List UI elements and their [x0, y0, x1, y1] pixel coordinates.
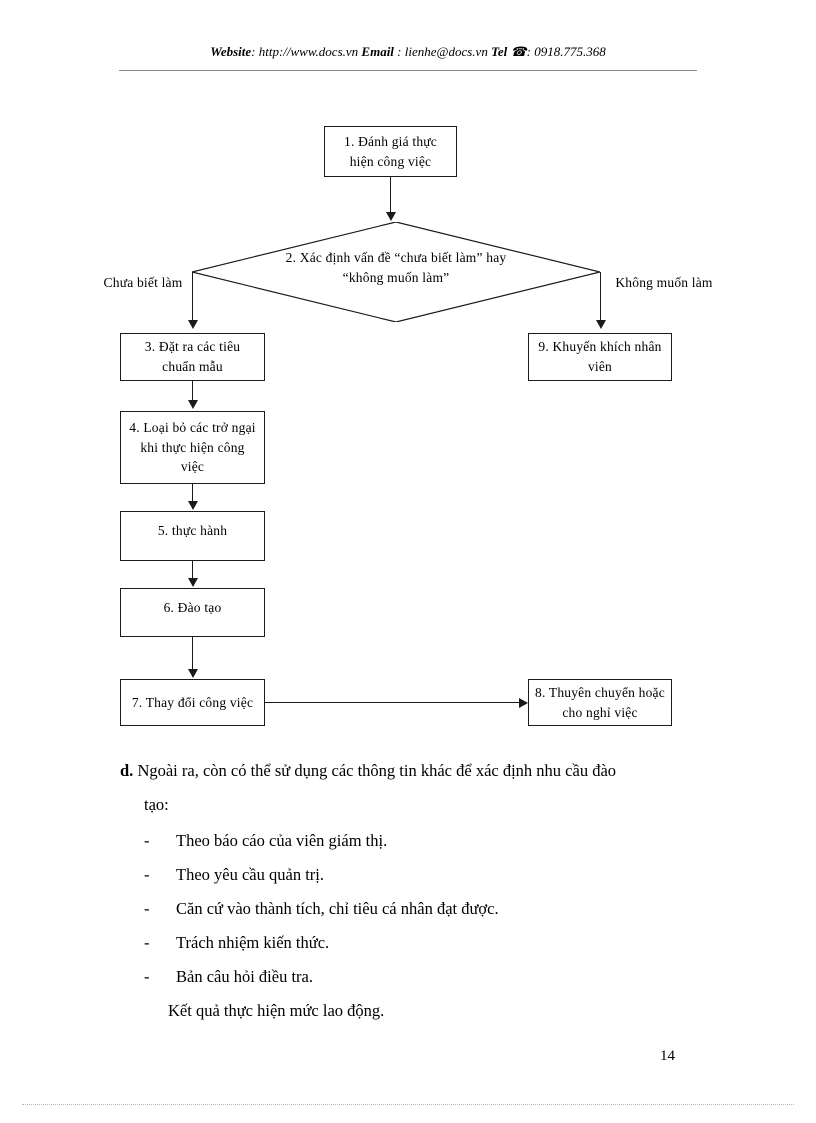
- flowchart-decision-2-label: 2. Xác định vấn đề “chưa biết làm” hay “…: [285, 250, 507, 286]
- header-email-label: Email: [361, 44, 394, 59]
- bullet-marker: -: [144, 831, 150, 850]
- document-header: Website: http://www.docs.vn Email : lien…: [0, 44, 816, 60]
- connector-4-to-5: [192, 484, 193, 505]
- bullet-list: - Theo báo cáo của viên giám thị. - Theo…: [144, 824, 714, 994]
- branch-label-right: Không muốn làm: [615, 275, 713, 290]
- connector-7-to-8: [265, 702, 520, 703]
- arrow-7-to-8-icon: [519, 698, 528, 708]
- flowchart-node-7-label: 7. Thay đổi công việc: [131, 694, 254, 710]
- list-item: - Theo báo cáo của viên giám thị.: [144, 824, 714, 858]
- flowchart-node-7: 7. Thay đổi công việc: [120, 679, 265, 726]
- bullet-marker: -: [144, 865, 150, 884]
- list-item-label: Trách nhiệm kiến thức.: [176, 933, 330, 952]
- header-website-label: Website: [210, 44, 252, 59]
- arrow-5-to-6-icon: [188, 578, 198, 587]
- bullet-marker: -: [144, 933, 150, 952]
- list-item-label: Theo báo cáo của viên giám thị.: [176, 831, 388, 850]
- arrow-2-to-3-icon: [188, 320, 198, 329]
- list-item: - Căn cứ vào thành tích, chỉ tiêu cá nhâ…: [144, 892, 714, 926]
- page-number: 14: [660, 1048, 675, 1064]
- branch-label-left: Chưa biết làm: [103, 275, 183, 290]
- connector-2-to-3: [192, 272, 193, 322]
- list-item: - Trách nhiệm kiến thức.: [144, 926, 714, 960]
- list-item-label: Bản câu hỏi điều tra.: [176, 967, 313, 986]
- flowchart-node-5: 5. thực hành: [120, 511, 265, 561]
- footer-divider: [22, 1104, 794, 1105]
- list-item-label: Theo yêu cầu quản trị.: [176, 865, 324, 884]
- flowchart-node-5-label: 5. thực hành: [157, 523, 228, 538]
- header-tel-value: : 0918.775.368: [526, 44, 606, 59]
- flowchart-node-3-label: 3. Đặt ra các tiêu chuẩn mẫu: [144, 339, 241, 374]
- closing-line: Kết quả thực hiện mức lao động.: [168, 1001, 385, 1020]
- bullet-marker: -: [144, 967, 150, 986]
- connector-2-to-9: [600, 272, 601, 322]
- list-item: - Bản câu hỏi điều tra.: [144, 960, 714, 994]
- paragraph-d: d. Ngoài ra, còn có thể sử dụng các thôn…: [120, 754, 704, 822]
- flowchart-node-1-label: 1. Đánh giá thực hiện công việc: [344, 133, 437, 169]
- header-email-value: : lienhe@docs.vn: [397, 44, 488, 59]
- flowchart-node-3: 3. Đặt ra các tiêu chuẩn mẫu: [120, 333, 265, 381]
- arrow-4-to-5-icon: [188, 501, 198, 510]
- flowchart-node-1: 1. Đánh giá thực hiện công việc: [324, 126, 457, 177]
- list-item: - Theo yêu cầu quản trị.: [144, 858, 714, 892]
- arrow-2-to-9-icon: [596, 320, 606, 329]
- arrow-3-to-4-icon: [188, 400, 198, 409]
- flowchart-node-9-label: 9. Khuyến khích nhân viên: [538, 339, 662, 374]
- training-needs-flowchart: 1. Đánh giá thực hiện công việc 2. Xác đ…: [103, 126, 713, 726]
- connector-3-to-4: [192, 381, 193, 402]
- paragraph-d-marker: d.: [120, 761, 134, 780]
- connector-5-to-6: [192, 561, 193, 582]
- connector-6-to-7: [192, 637, 193, 672]
- paragraph-d-line1: Ngoài ra, còn có thể sử dụng các thông t…: [137, 761, 617, 780]
- flowchart-node-8-label: 8. Thuyên chuyển hoặc cho nghỉ việc: [535, 684, 665, 720]
- flowchart-node-6: 6. Đào tạo: [120, 588, 265, 637]
- flowchart-node-9: 9. Khuyến khích nhân viên: [528, 333, 672, 381]
- arrow-1-to-2-icon: [386, 212, 396, 221]
- flowchart-node-4: 4. Loại bỏ các trở ngại khi thực hiện cô…: [120, 411, 265, 484]
- paragraph-d-line2: tạo:: [144, 795, 169, 814]
- flowchart-decision-2: [192, 222, 600, 322]
- flowchart-node-8: 8. Thuyên chuyển hoặc cho nghỉ việc: [528, 679, 672, 726]
- arrow-6-to-7-icon: [188, 669, 198, 678]
- list-item-label: Căn cứ vào thành tích, chỉ tiêu cá nhân …: [176, 899, 499, 918]
- header-website-value: : http://www.docs.vn: [251, 44, 359, 59]
- flowchart-node-4-label: 4. Loại bỏ các trở ngại khi thực hiện cô…: [129, 420, 256, 475]
- flowchart-node-6-label: 6. Đào tạo: [163, 600, 222, 615]
- connector-1-to-2: [390, 177, 391, 213]
- telephone-icon: ☎: [510, 44, 527, 59]
- header-tel-label: Tel: [491, 44, 508, 59]
- bullet-marker: -: [144, 899, 150, 918]
- header-divider: [119, 70, 697, 71]
